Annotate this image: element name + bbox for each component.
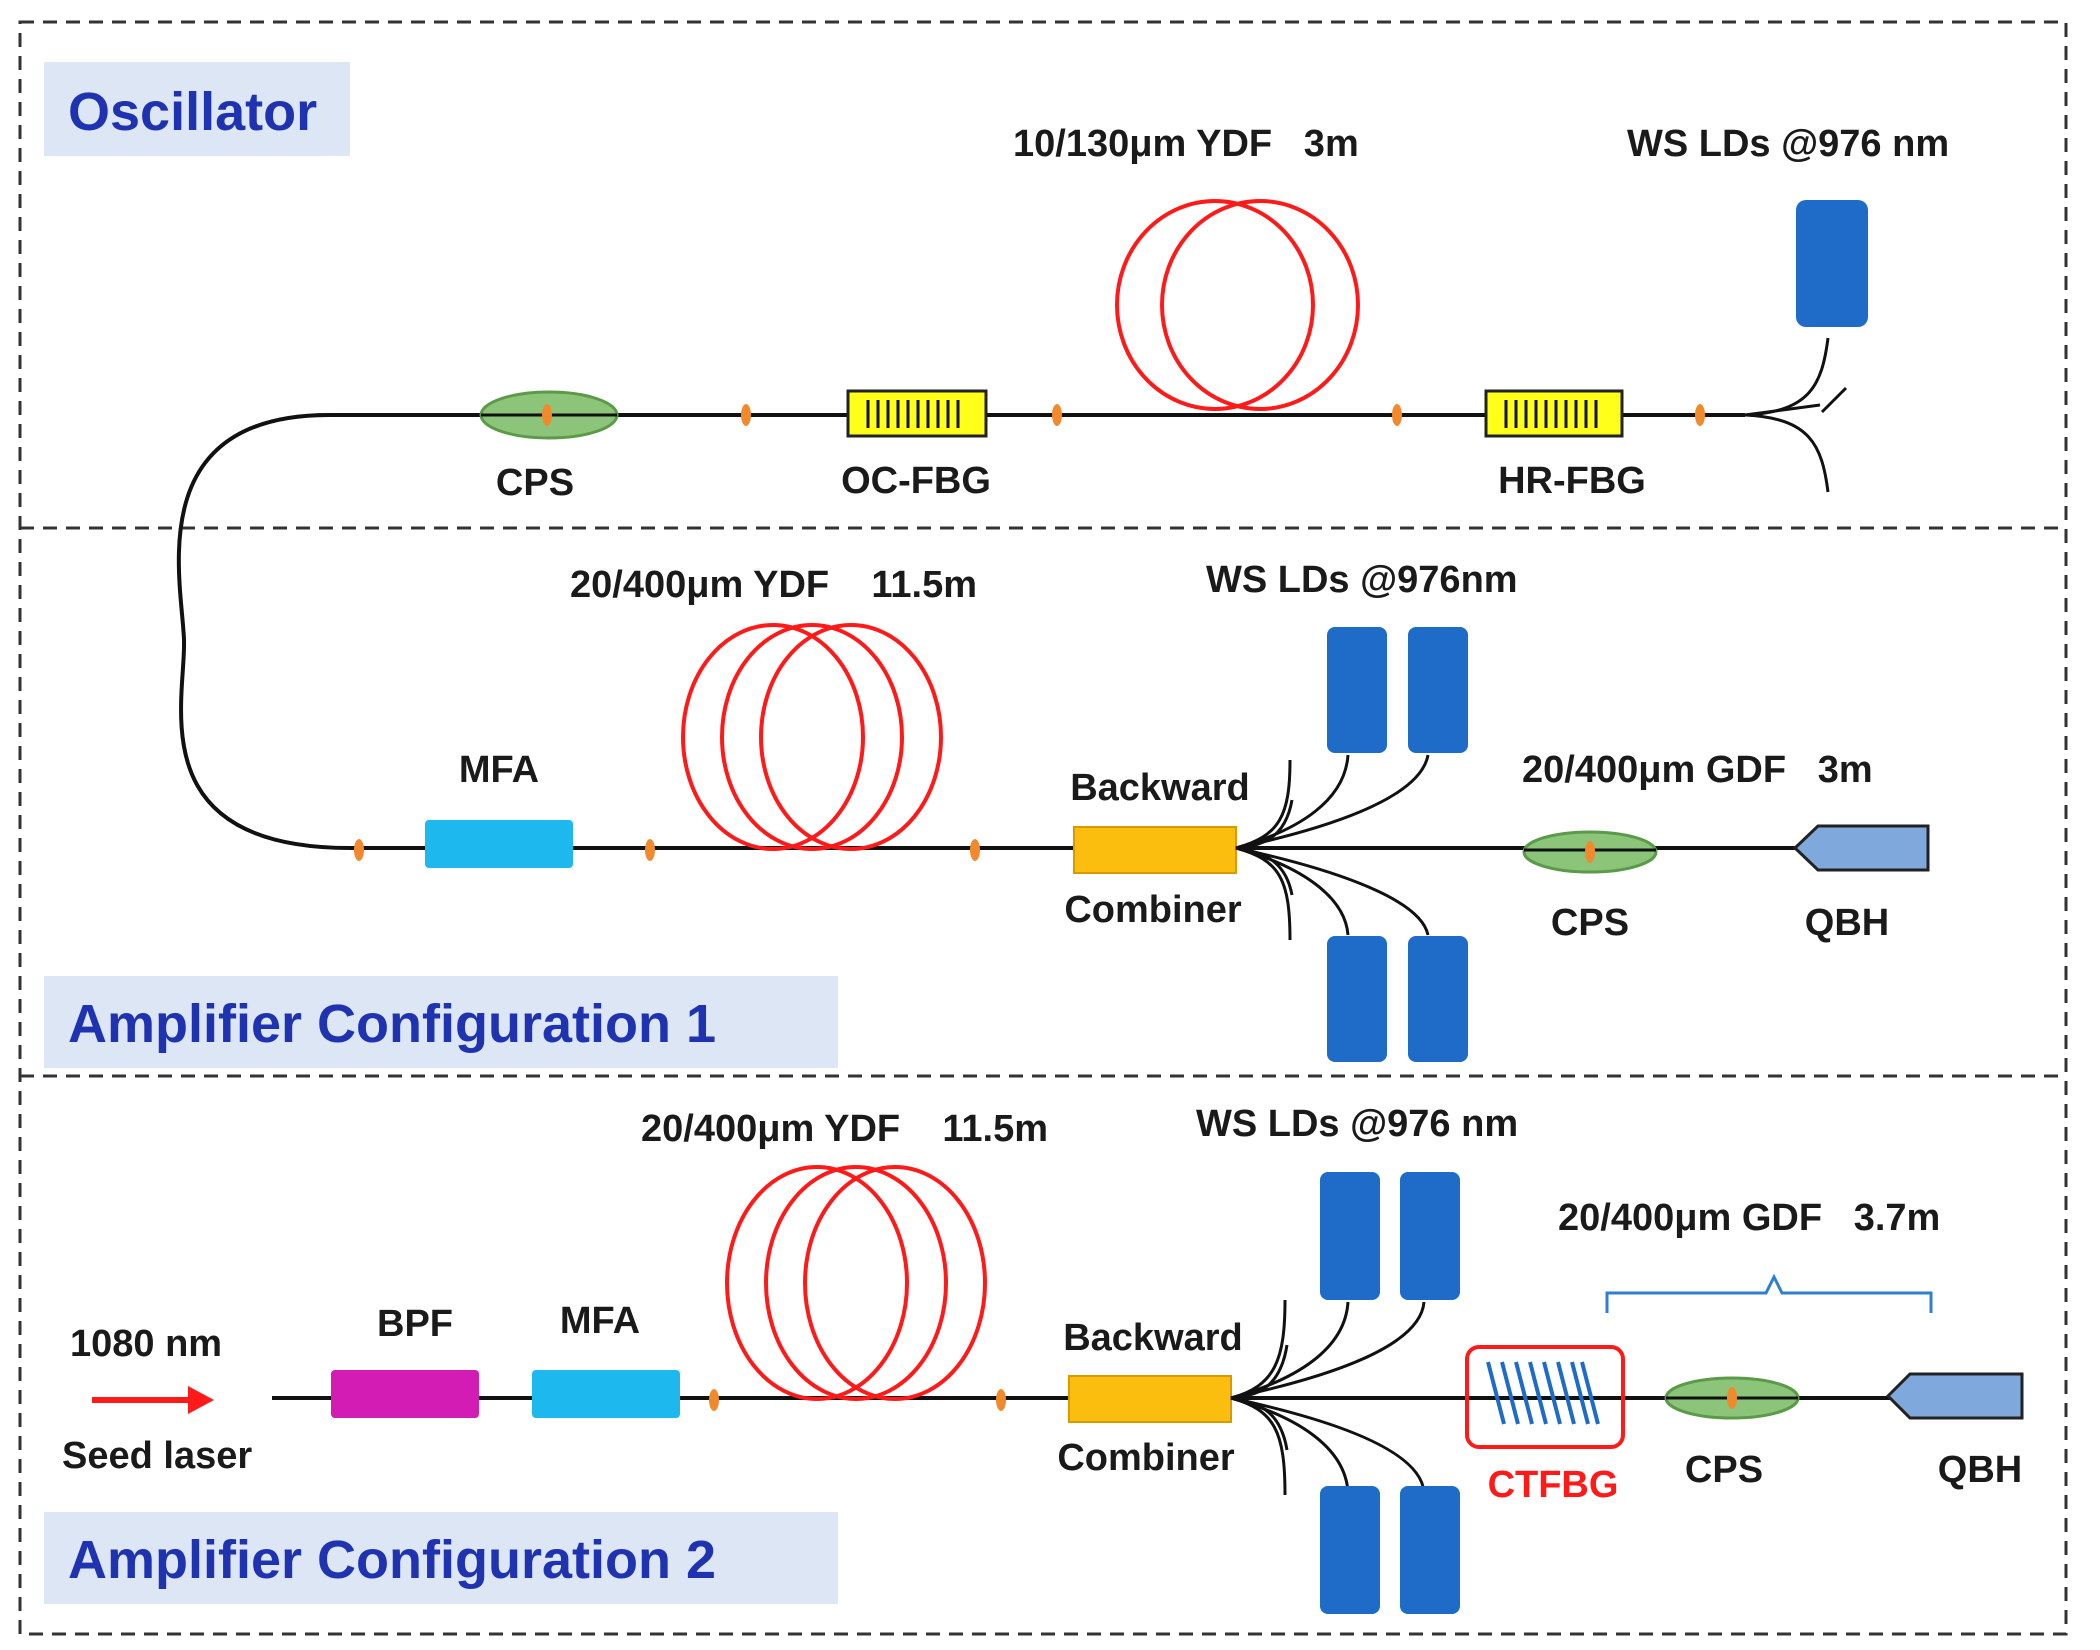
- amp2-section: 1080 nm Seed laser BPF MFA 20/400μm YDF …: [62, 1103, 2024, 1614]
- splice-point: [709, 1389, 719, 1411]
- amp1-section: MFA 20/400μm YDF 11.5m Backward Combiner: [348, 559, 1930, 1062]
- amp2-bpf-label: BPF: [377, 1303, 453, 1345]
- pump-ld: [1408, 627, 1468, 753]
- splice-point: [1392, 404, 1402, 426]
- oscillator-pump-label: WS LDs @976 nm: [1627, 123, 1949, 165]
- amp1-pump-label: WS LDs @976nm: [1206, 559, 1518, 601]
- oc-fbg-label: OC-FBG: [841, 460, 991, 502]
- amp1-ydf-coil: [681, 623, 943, 851]
- pump-ld: [1320, 1172, 1380, 1300]
- splice-point: [741, 404, 751, 426]
- gdf-bracket: [1605, 1273, 1933, 1313]
- splice-point: [970, 839, 980, 861]
- amp2-gdf-label: 20/400μm GDF 3.7m: [1558, 1197, 1940, 1239]
- oscillator-title-box: [44, 62, 350, 156]
- amp1-mfa: [425, 820, 573, 868]
- amp2-combiner-label-2: Combiner: [1057, 1437, 1235, 1479]
- ctfbg-box: [1465, 1345, 1625, 1449]
- amp1-qbh-label: QBH: [1805, 902, 1889, 944]
- amp1-combiner-label-1: Backward: [1070, 767, 1250, 809]
- splice-point: [996, 1389, 1006, 1411]
- amp2-title-box: [44, 1512, 838, 1604]
- pump-ld: [1408, 936, 1468, 1062]
- amp2-qbh-label: QBH: [1938, 1449, 2022, 1491]
- amp1-pump-fan: [1235, 754, 1430, 941]
- section-borders: [18, 20, 2068, 1636]
- splice-point: [1052, 404, 1062, 426]
- amp2-combiner-label-1: Backward: [1063, 1317, 1243, 1359]
- amp2-ydf-label: 20/400μm YDF 11.5m: [641, 1108, 1048, 1150]
- ctfbg-grating: [1486, 1361, 1600, 1425]
- amp1-title: Amplifier Configuration 1: [68, 994, 716, 1054]
- amp2-pump-label: WS LDs @976 nm: [1196, 1103, 1518, 1145]
- amp2-bpf: [331, 1370, 479, 1418]
- oscillator-pump-ld: [1796, 200, 1868, 327]
- interstage-fiber-loop: [176, 412, 351, 850]
- amp1-title-box: [44, 976, 838, 1068]
- oc-fbg: [846, 389, 988, 438]
- amp2-title: Amplifier Configuration 2: [68, 1530, 716, 1590]
- pump-ld: [1400, 1486, 1460, 1614]
- hr-fbg-label: HR-FBG: [1498, 460, 1646, 502]
- seed-arrow-icon: [92, 1386, 214, 1414]
- amp2-pump-lds: [1320, 1172, 1460, 1614]
- amp1-ydf-label: 20/400μm YDF 11.5m: [570, 564, 977, 606]
- amp2-ydf-coil: [725, 1165, 987, 1401]
- splice-point: [354, 839, 364, 861]
- oscillator-ydf-label: 10/130μm YDF 3m: [1013, 123, 1359, 165]
- oscillator-cps-label: CPS: [496, 462, 574, 504]
- splice-point: [1695, 404, 1705, 426]
- seed-wavelength-label: 1080 nm: [70, 1323, 222, 1365]
- amp1-pump-lds: [1327, 627, 1468, 1062]
- amp1-cps-splice: [1585, 841, 1595, 863]
- seed-laser-label: Seed laser: [62, 1435, 252, 1477]
- amp1-mfa-label: MFA: [459, 749, 539, 791]
- diagram-outer-border: [18, 20, 2068, 1636]
- amp1-gdf-label: 20/400μm GDF 3m: [1522, 749, 1873, 791]
- amp2-qbh: [1885, 1372, 2024, 1420]
- amp2-backward-combiner: [1068, 1375, 1232, 1423]
- amp1-cps-label: CPS: [1551, 902, 1629, 944]
- pump-ld: [1327, 936, 1387, 1062]
- oscillator-ydf-coil: [1115, 199, 1360, 411]
- amp2-cps-splice: [1727, 1387, 1737, 1409]
- amp1-backward-combiner: [1073, 826, 1237, 874]
- pump-ld: [1327, 627, 1387, 753]
- pump-ld: [1320, 1486, 1380, 1614]
- amp2-mfa: [532, 1370, 680, 1418]
- ctfbg-label: CTFBG: [1488, 1464, 1619, 1506]
- amp2-cps-label: CPS: [1685, 1449, 1763, 1491]
- splice-point: [645, 839, 655, 861]
- oscillator-cps-splice: [542, 404, 552, 426]
- amp1-qbh: [1792, 824, 1930, 872]
- pump-ld: [1400, 1172, 1460, 1300]
- hr-fbg: [1484, 389, 1624, 438]
- oscillator-title: Oscillator: [68, 82, 317, 142]
- amp2-pump-fan: [1230, 1299, 1426, 1496]
- amp1-combiner-label-2: Combiner: [1064, 889, 1242, 931]
- oscillator-pump-fan: [1744, 337, 1848, 493]
- oscillator-section: CPS OC-FBG: [176, 123, 1949, 850]
- amp2-mfa-label: MFA: [560, 1300, 640, 1342]
